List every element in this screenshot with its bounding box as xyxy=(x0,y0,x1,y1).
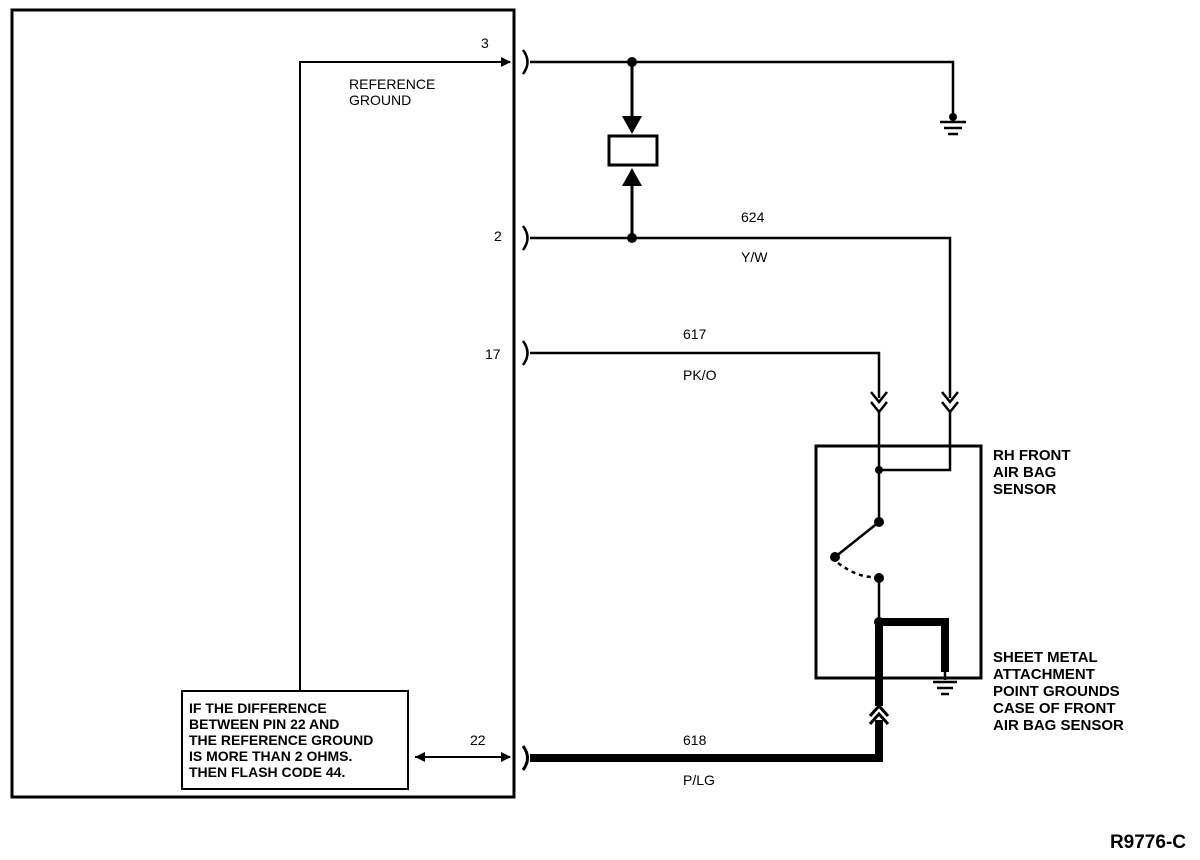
connector-pin3 xyxy=(521,49,529,75)
pin-3-label: 3 xyxy=(481,35,489,51)
wire-618-color: P/LG xyxy=(683,772,715,788)
sensor-label-1: RH FRONT xyxy=(993,447,1071,464)
wire-617-color: PK/O xyxy=(683,367,717,383)
info-line-3: THE REFERENCE GROUND xyxy=(189,732,374,748)
switch-dashed-travel xyxy=(837,561,877,579)
ground-note-3: POINT GROUNDS xyxy=(993,683,1120,700)
ground-note-5: AIR BAG SENSOR xyxy=(993,717,1124,734)
figure-id: R9776-C xyxy=(1109,832,1186,853)
connector-pin2 xyxy=(521,225,529,251)
switch-arm xyxy=(834,521,880,558)
reference-ground-label-1: REFERENCE xyxy=(349,76,435,92)
connector-pin22 xyxy=(521,745,529,771)
pin-22-label: 22 xyxy=(470,732,486,748)
rh-front-air-bag-sensor-box xyxy=(814,444,983,680)
reference-ground-label-2: GROUND xyxy=(349,92,411,108)
case-ground-strap xyxy=(879,618,949,672)
wire-624 xyxy=(530,236,952,398)
info-line-5: THEN FLASH CODE 44. xyxy=(189,764,346,780)
pin-2-label: 2 xyxy=(494,228,502,244)
info-line-4: IS MORE THAN 2 OHMS. xyxy=(189,748,353,764)
wire-618-circuit: 618 xyxy=(683,732,707,748)
wire-pin3-ground xyxy=(530,60,955,117)
sensor-label-3: SENSOR xyxy=(993,481,1057,498)
wire-624-color: Y/W xyxy=(741,249,768,265)
wire-618 xyxy=(530,720,883,762)
info-line-1: IF THE DIFFERENCE xyxy=(189,700,327,716)
ground-note-1: SHEET METAL xyxy=(993,649,1098,666)
control-module-box xyxy=(10,8,516,799)
reference-ground-test-path xyxy=(299,57,511,690)
wire-617-circuit: 617 xyxy=(683,326,707,342)
resistor-component xyxy=(607,134,659,167)
pin-17-label: 17 xyxy=(485,346,501,362)
info-line-2: BETWEEN PIN 22 AND xyxy=(189,716,340,732)
connector-pin17 xyxy=(521,340,529,366)
wire-617 xyxy=(530,351,881,398)
wire-624-circuit: 624 xyxy=(741,209,765,225)
ground-symbol-top xyxy=(940,113,966,136)
sensor-label-2: AIR BAG xyxy=(993,464,1056,481)
sensor-connector-618 xyxy=(868,703,890,726)
ground-note-2: ATTACHMENT xyxy=(993,666,1095,683)
flash-code-info-box: IF THE DIFFERENCE BETWEEN PIN 22 AND THE… xyxy=(181,690,409,790)
ground-note-4: CASE OF FRONT xyxy=(993,700,1116,717)
ground-symbol-sensor xyxy=(933,672,957,696)
